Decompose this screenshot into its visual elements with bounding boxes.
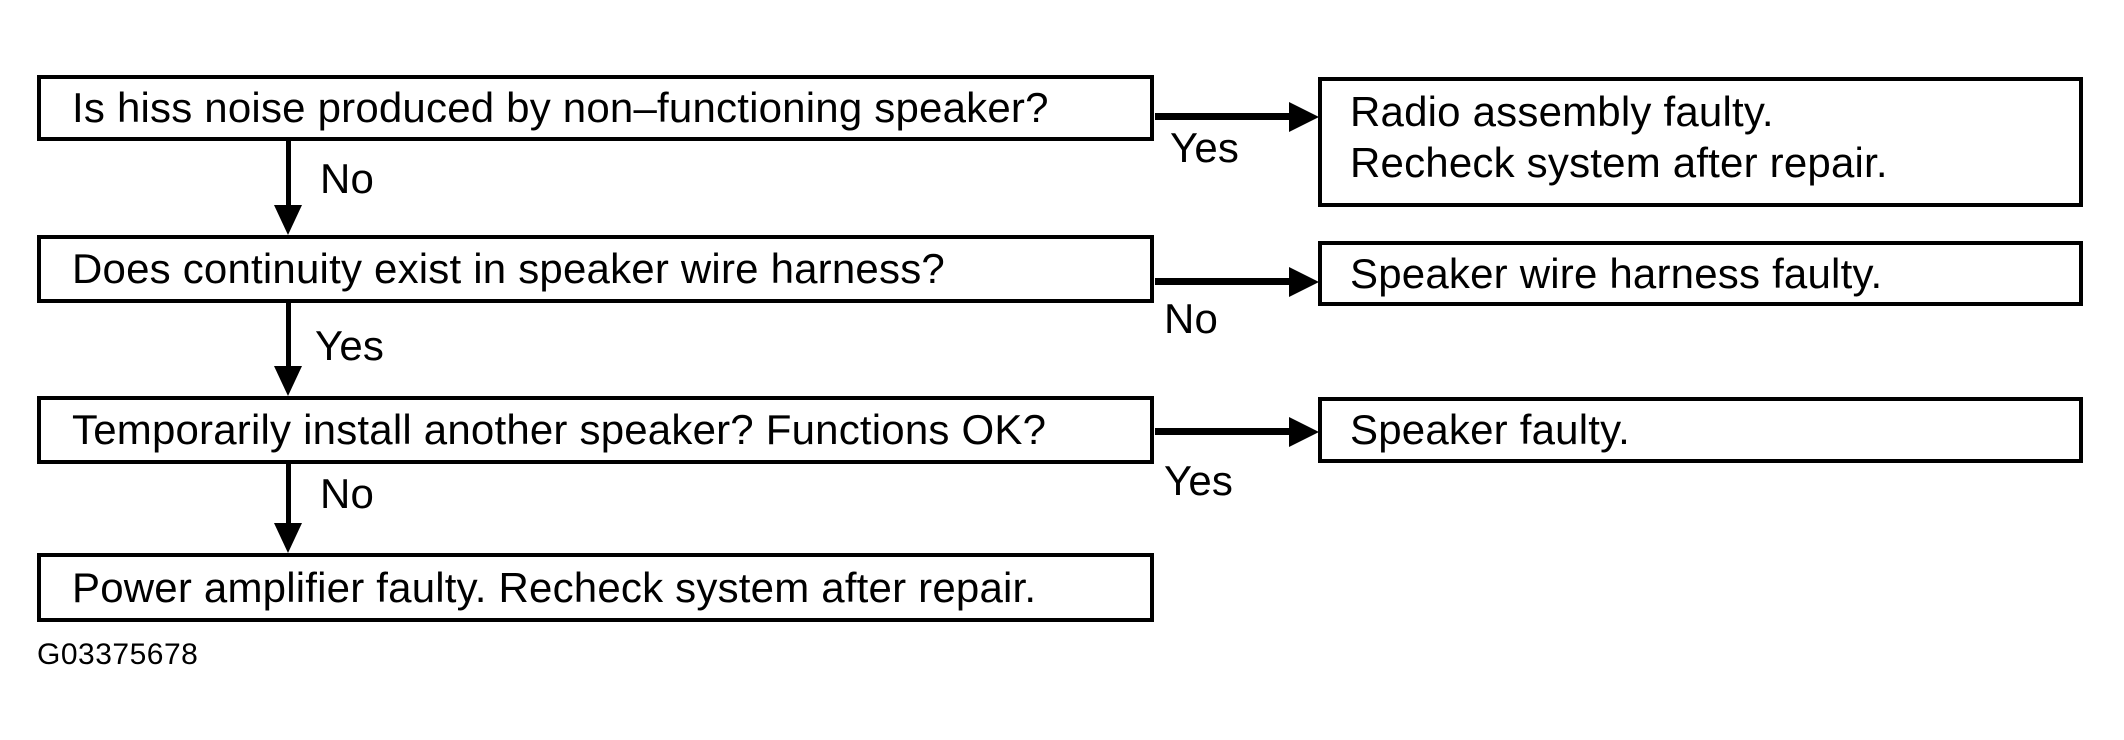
branch-label-down-3: No <box>320 470 375 517</box>
down-arrow-1-shaft <box>286 141 291 207</box>
question-box-1: Is hiss noise produced by non–functionin… <box>37 75 1154 141</box>
right-arrow-3-shaft <box>1155 428 1292 435</box>
question-box-3: Temporarily install another speaker? Fun… <box>37 396 1154 464</box>
branch-label-down-1: No <box>320 155 375 202</box>
right-arrow-3-head-icon <box>1289 417 1319 447</box>
result-1-line-2: Recheck system after repair. <box>1350 139 1888 186</box>
result-2-text: Speaker wire harness faulty. <box>1350 249 1883 297</box>
down-arrow-2-head-icon <box>274 366 302 396</box>
result-3-text: Speaker faulty. <box>1350 406 1631 453</box>
right-arrow-1-head-icon <box>1289 102 1319 132</box>
question-box-2: Does continuity exist in speaker wire ha… <box>37 235 1154 303</box>
branch-label-right-2: No <box>1164 295 1219 342</box>
result-1-line-1: Radio assembly faulty. <box>1350 88 1774 135</box>
right-arrow-1-shaft <box>1155 113 1292 120</box>
result-box-1: Radio assembly faulty. Recheck system af… <box>1318 77 2083 207</box>
final-result-text: Power amplifier faulty. Recheck system a… <box>72 563 1037 611</box>
question-2-text: Does continuity exist in speaker wire ha… <box>72 245 945 292</box>
down-arrow-3-head-icon <box>274 523 302 553</box>
question-3-text: Temporarily install another speaker? Fun… <box>72 406 1047 453</box>
question-1-text: Is hiss noise produced by non–functionin… <box>72 84 1049 131</box>
branch-label-right-1: Yes <box>1170 124 1240 171</box>
result-box-2: Speaker wire harness faulty. <box>1318 241 2083 306</box>
branch-label-down-2: Yes <box>315 322 385 369</box>
down-arrow-1-head-icon <box>274 205 302 235</box>
final-result-box: Power amplifier faulty. Recheck system a… <box>37 553 1154 622</box>
down-arrow-2-shaft <box>286 303 291 368</box>
branch-label-right-3: Yes <box>1164 457 1234 504</box>
result-box-3: Speaker faulty. <box>1318 397 2083 463</box>
down-arrow-3-shaft <box>286 464 291 525</box>
right-arrow-2-shaft <box>1155 278 1292 285</box>
figure-code: G03375678 <box>37 638 199 671</box>
right-arrow-2-head-icon <box>1289 267 1319 297</box>
